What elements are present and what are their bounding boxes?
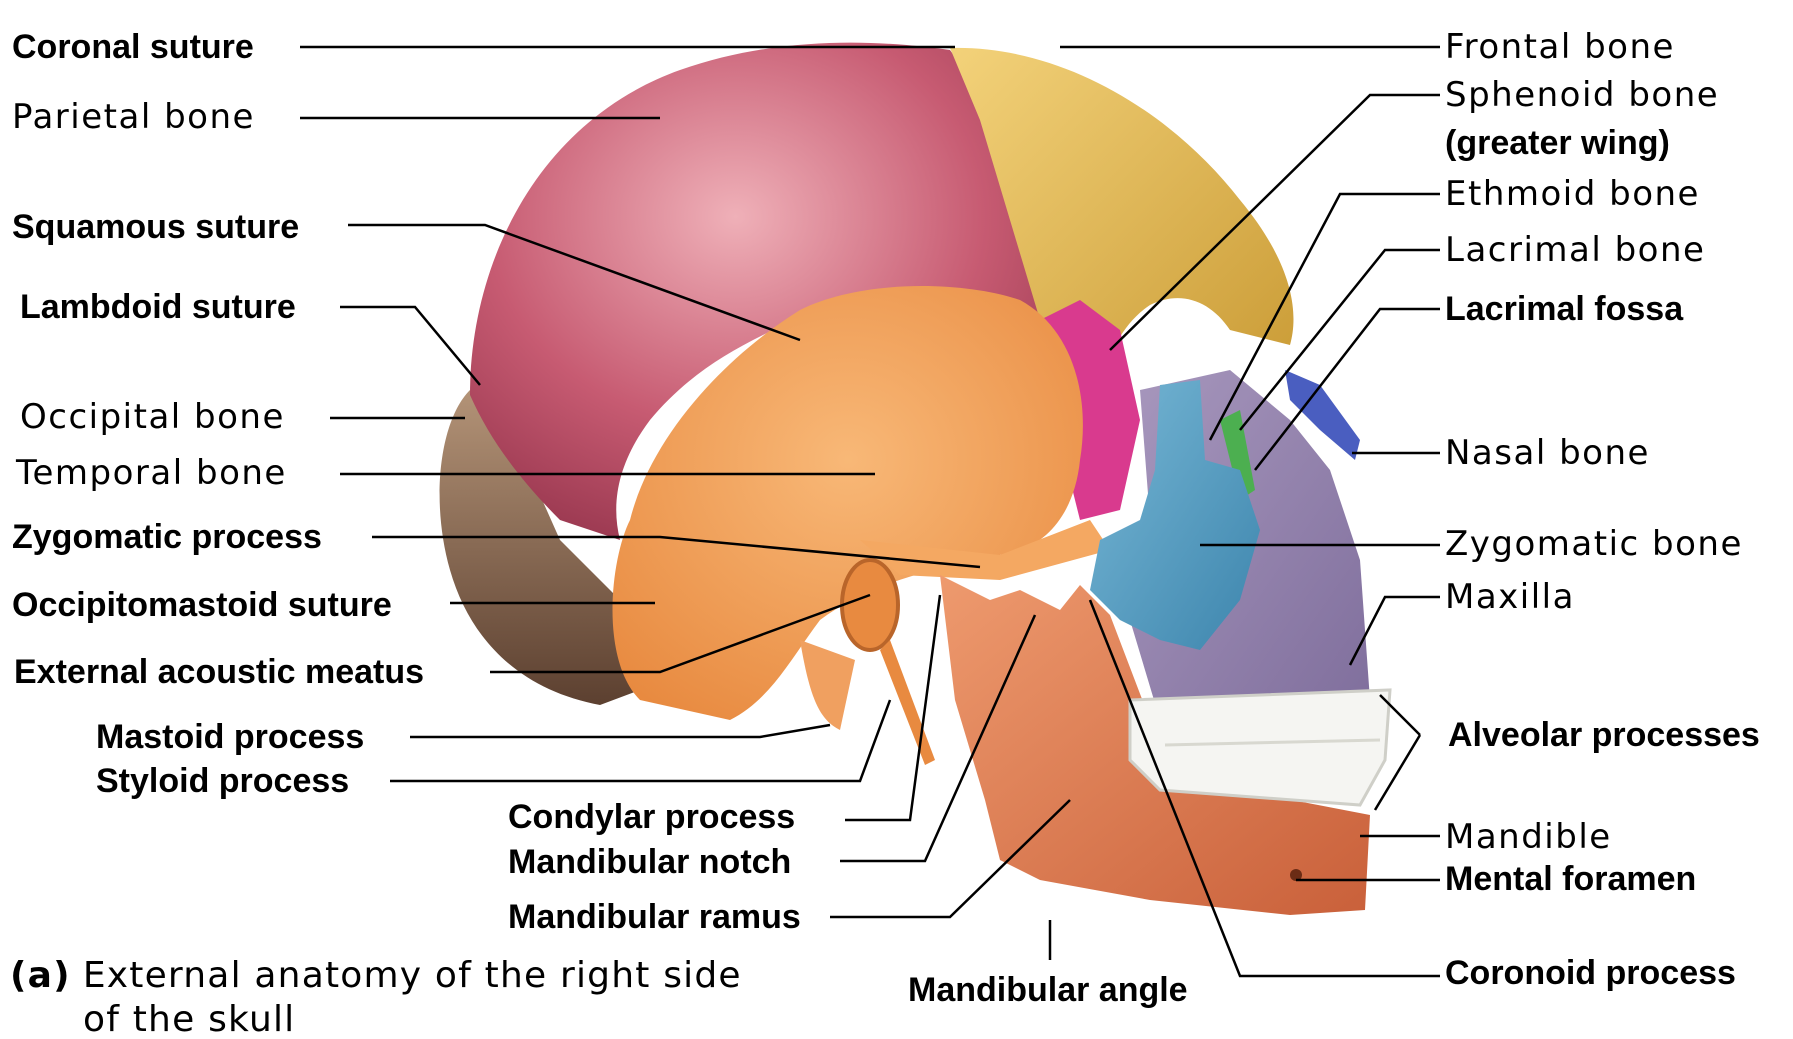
label-mastoid-process: Mastoid process [96,720,364,754]
label-squamous-suture: Squamous suture [12,210,299,244]
label-coronal-suture: Coronal suture [12,30,254,64]
caption-line-2: of the skull [10,998,742,1039]
label-styloid-process: Styloid process [96,764,349,798]
label-parietal-bone: Parietal bone [12,100,255,134]
label-zygomatic-bone: Zygomatic bone [1445,527,1743,561]
label-coronoid-process: Coronoid process [1445,956,1736,990]
label-occipital-bone: Occipital bone [20,400,285,434]
label-greater-wing: (greater wing) [1445,126,1670,160]
label-lacrimal-fossa: Lacrimal fossa [1445,292,1683,326]
label-lambdoid-suture: Lambdoid suture [20,290,296,324]
label-temporal-bone: Temporal bone [16,456,287,490]
caption-line-1: External anatomy of the right side [83,955,742,996]
label-alveolar-processes: Alveolar processes [1448,718,1760,752]
label-nasal-bone: Nasal bone [1445,436,1650,470]
label-ethmoid-bone: Ethmoid bone [1445,177,1700,211]
label-occipitomastoid-suture: Occipitomastoid suture [12,588,392,622]
label-mandibular-notch: Mandibular notch [508,845,791,879]
label-frontal-bone: Frontal bone [1445,30,1675,64]
label-sphenoid-bone: Sphenoid bone [1445,78,1719,112]
label-mandibular-ramus: Mandibular ramus [508,900,801,934]
label-zygomatic-process: Zygomatic process [12,520,322,554]
caption-tag: (a) [10,955,71,996]
label-external-acoustic-meatus: External acoustic meatus [14,655,424,689]
label-maxilla: Maxilla [1445,580,1575,614]
label-condylar-process: Condylar process [508,800,795,834]
label-mandible: Mandible [1445,820,1612,854]
figure-caption: (a) External anatomy of the right side of… [10,954,742,1039]
label-mandibular-angle: Mandibular angle [908,973,1188,1007]
teeth-shape [1130,690,1390,805]
label-mental-foramen: Mental foramen [1445,862,1696,896]
mastoid-process-shape [800,640,855,730]
external-acoustic-meatus-shape [842,560,898,650]
label-lacrimal-bone: Lacrimal bone [1445,233,1705,267]
